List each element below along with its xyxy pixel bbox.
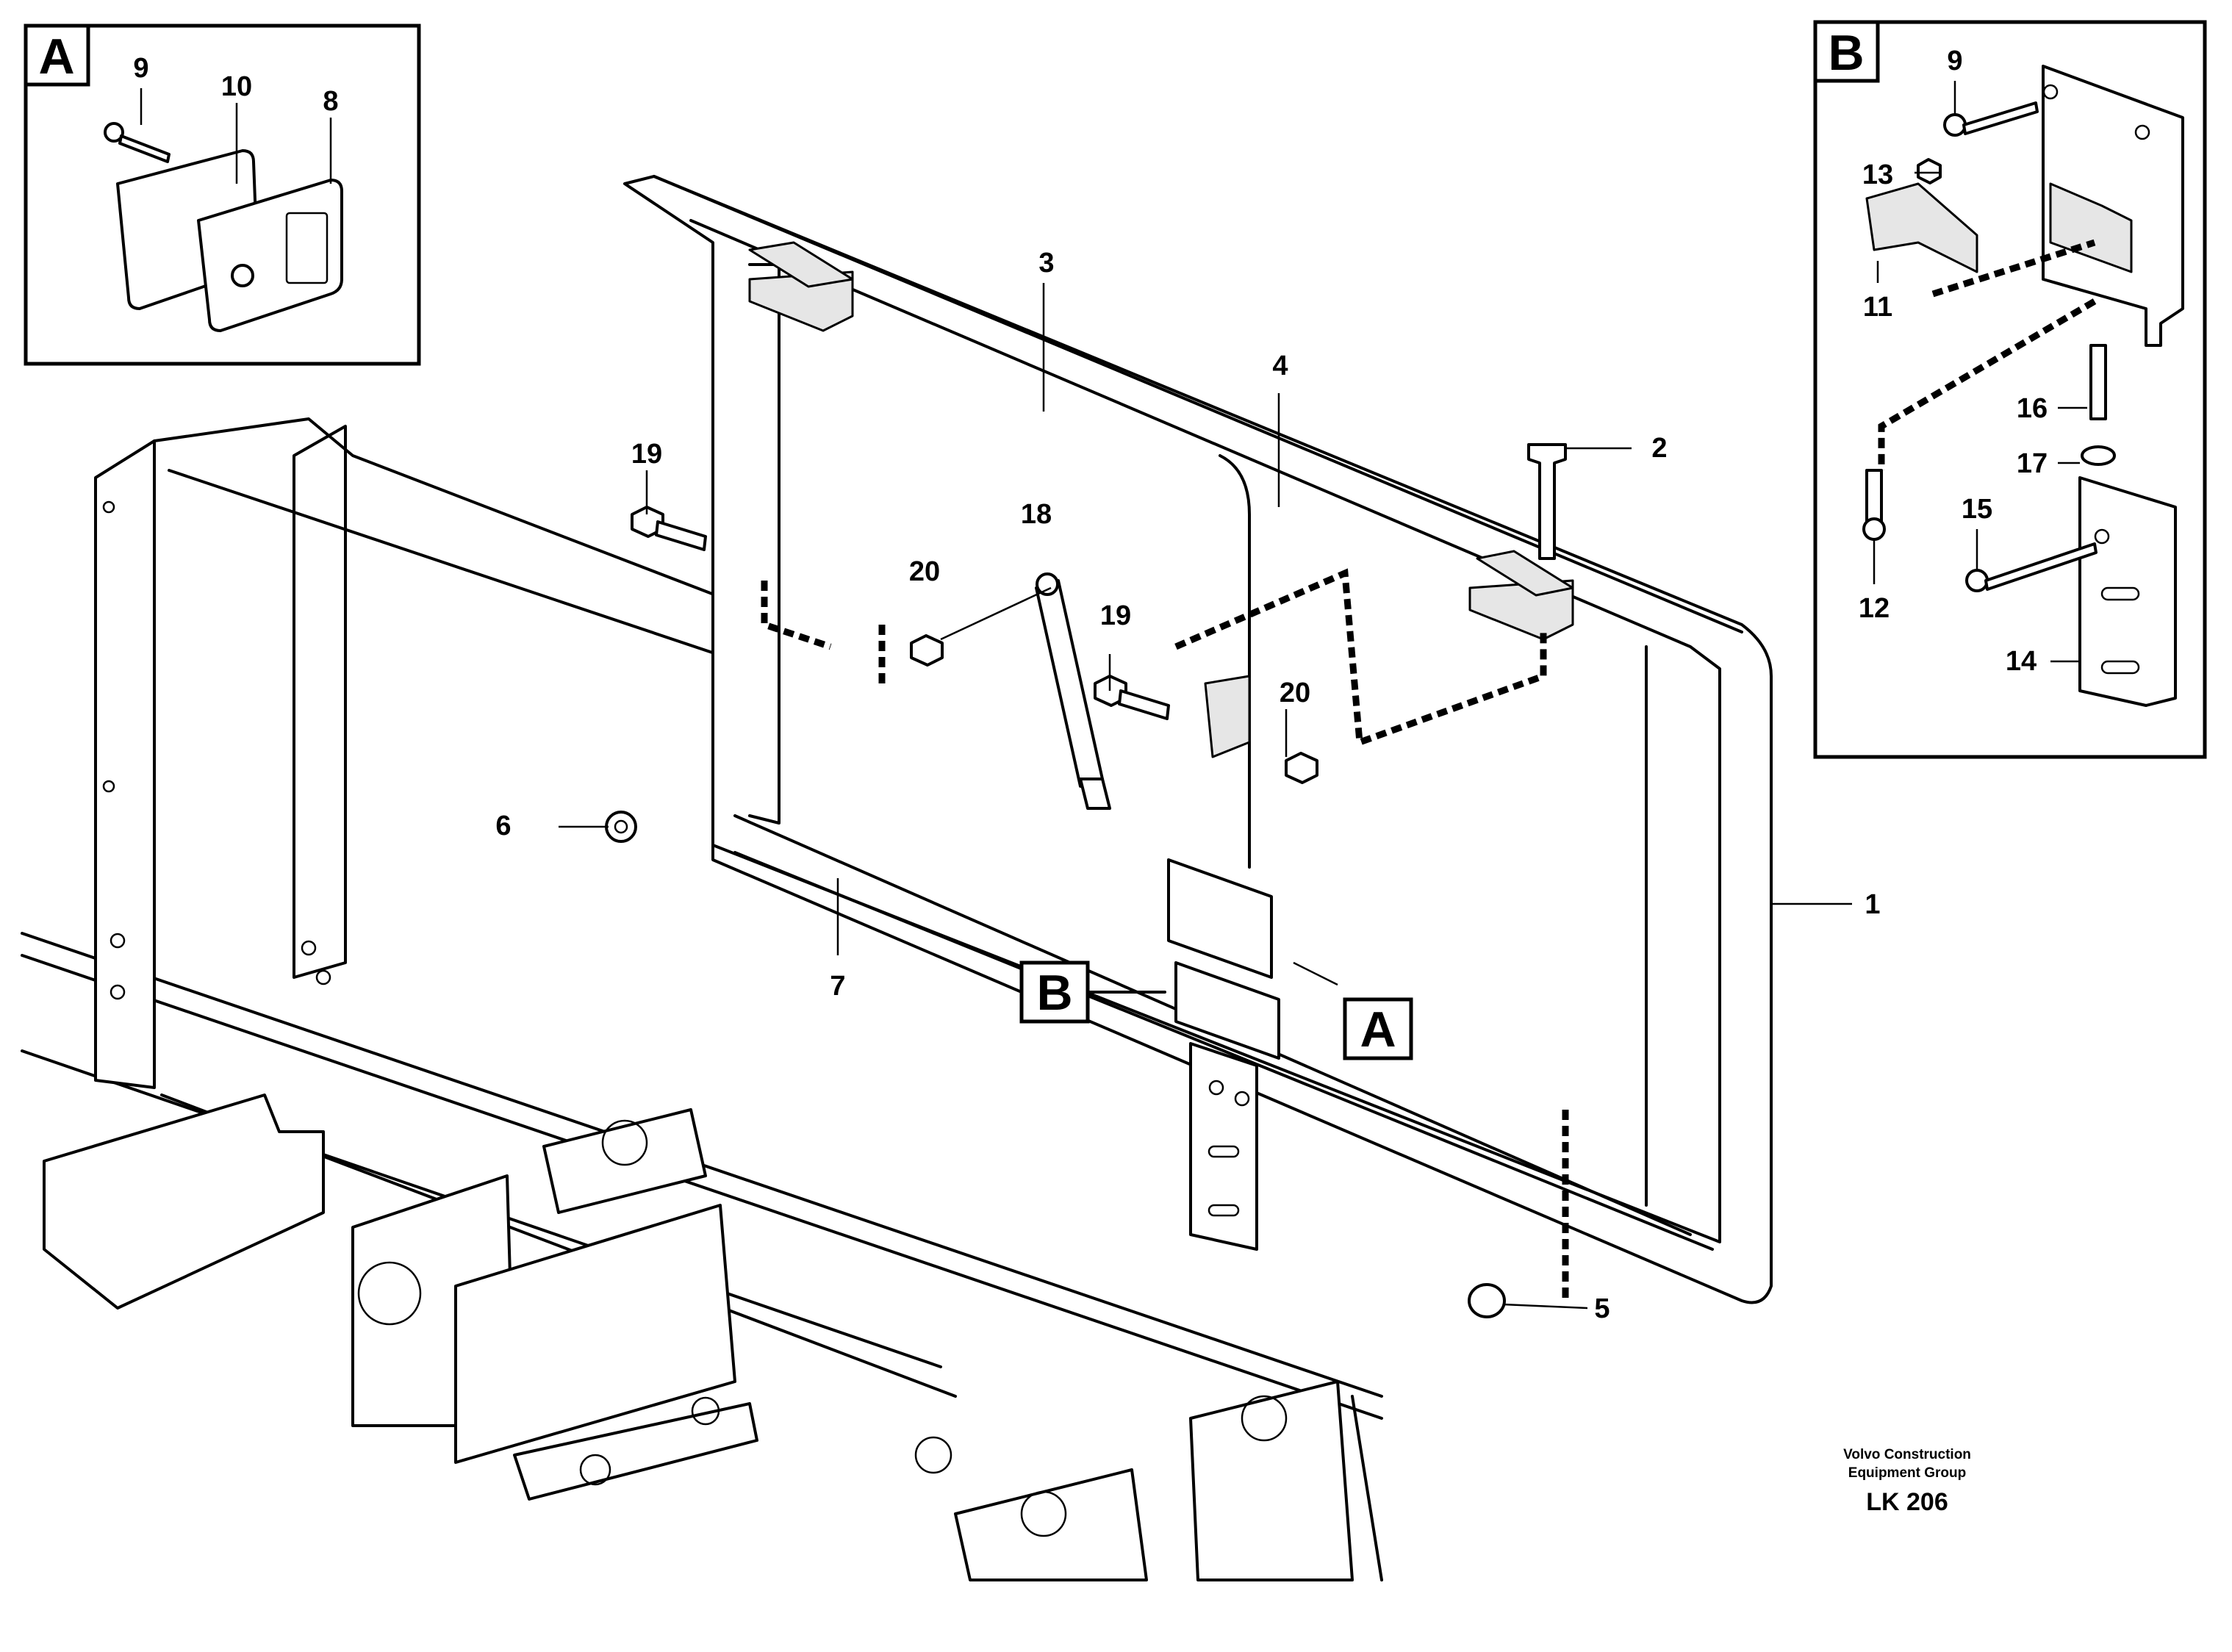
callout-5: 5 (1594, 1293, 1610, 1324)
detail-b-callout-13: 13 (1862, 159, 1893, 190)
callout-18: 18 (1021, 499, 1052, 530)
latch-assembly (1167, 858, 1280, 1251)
hood-panel (623, 175, 1773, 1304)
callout-3: 3 (1038, 248, 1054, 279)
callout-7: 7 (830, 971, 845, 1002)
assembly-lines (761, 568, 1569, 1301)
detail-b-callout-15: 15 (1962, 494, 1992, 525)
callout-6: 6 (495, 811, 511, 841)
detail-a-panel: A 9 10 8 (24, 24, 421, 366)
detail-b-callout-11: 11 (1863, 292, 1892, 323)
detail-a-callout-9: 9 (133, 53, 148, 84)
callout-19-right: 19 (1100, 600, 1131, 631)
footer-line-2: Equipment Group (1848, 1465, 1966, 1481)
publisher-footer: Volvo Construction Equipment Group LK 20… (1843, 1447, 1971, 1516)
detail-b-callout-16: 16 (2017, 393, 2048, 424)
detail-b-letter: B (1828, 25, 1864, 81)
detail-a-callout-8: 8 (323, 86, 338, 117)
detail-b-panel: B (1813, 20, 2207, 759)
detail-a-letter: A (38, 29, 74, 85)
callout-19-left: 19 (631, 439, 662, 470)
footer-line-1: Volvo Construction (1843, 1447, 1971, 1462)
detail-b-callout-14: 14 (2006, 646, 2037, 677)
callout-2: 2 (1651, 433, 1667, 464)
main-callouts: 1 2 3 4 5 6 7 18 19 19 20 20 (495, 248, 1880, 1324)
callout-4: 4 (1272, 351, 1288, 381)
detail-b-callout-12: 12 (1859, 593, 1890, 624)
detail-b-callout-9: 9 (1947, 46, 1962, 76)
leader-lines (559, 283, 1852, 1310)
footer-code: LK 206 (1866, 1488, 1948, 1516)
reference-a-label: A (1360, 1002, 1396, 1057)
detail-reference-a: A (1343, 997, 1413, 1060)
detail-b-callout-17: 17 (2017, 448, 2048, 479)
reference-b-label: B (1036, 965, 1072, 1021)
callout-1: 1 (1865, 889, 1880, 920)
callout-20-left: 20 (909, 556, 940, 587)
callout-20-right: 20 (1280, 678, 1310, 708)
detail-a-callout-10: 10 (221, 71, 252, 102)
chassis-frame (21, 932, 1383, 1581)
detail-reference-b: B (1019, 960, 1090, 1024)
gas-strut (1035, 572, 1111, 810)
